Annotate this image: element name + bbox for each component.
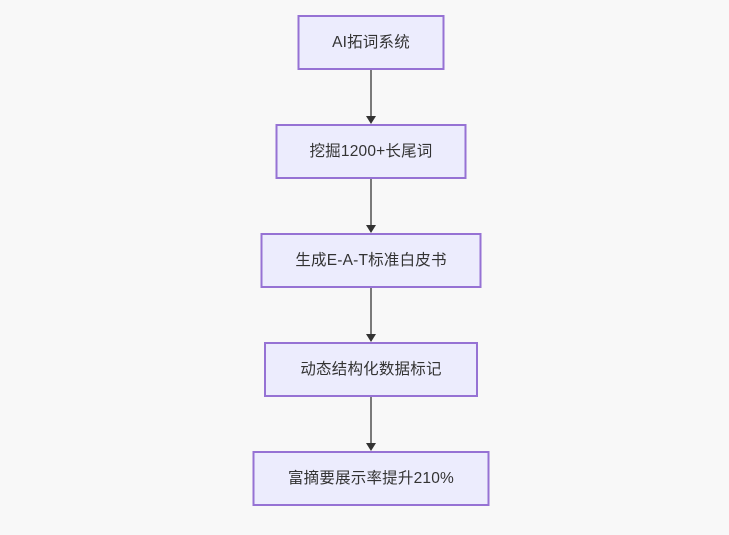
arrowhead-down-icon [366, 116, 376, 124]
flow-node-label: 动态结构化数据标记 [300, 360, 442, 378]
flow-node-mine-longtail-keywords[interactable]: 挖掘1200+长尾词 [275, 124, 467, 179]
edge-line [370, 179, 372, 225]
flow-node-label: 挖掘1200+长尾词 [309, 142, 433, 160]
flow-node-label: AI拓词系统 [332, 33, 410, 51]
edge-n2-n3 [365, 179, 377, 233]
edge-line [370, 288, 372, 334]
arrowhead-down-icon [366, 443, 376, 451]
edge-line [370, 397, 372, 443]
flow-node-label: 生成E-A-T标准白皮书 [295, 251, 447, 269]
arrowhead-down-icon [366, 225, 376, 233]
flow-node-ai-keyword-system[interactable]: AI拓词系统 [297, 15, 445, 70]
arrowhead-down-icon [366, 334, 376, 342]
flow-node-label: 富摘要展示率提升210% [287, 469, 455, 487]
edge-n1-n2 [365, 70, 377, 124]
flow-node-rich-snippet-rate-increase[interactable]: 富摘要展示率提升210% [252, 451, 490, 506]
edge-n4-n5 [365, 397, 377, 451]
flow-node-generate-eat-whitepaper[interactable]: 生成E-A-T标准白皮书 [260, 233, 482, 288]
edge-line [370, 70, 372, 116]
flow-node-dynamic-structured-data-markup[interactable]: 动态结构化数据标记 [264, 342, 478, 397]
edge-n3-n4 [365, 288, 377, 342]
